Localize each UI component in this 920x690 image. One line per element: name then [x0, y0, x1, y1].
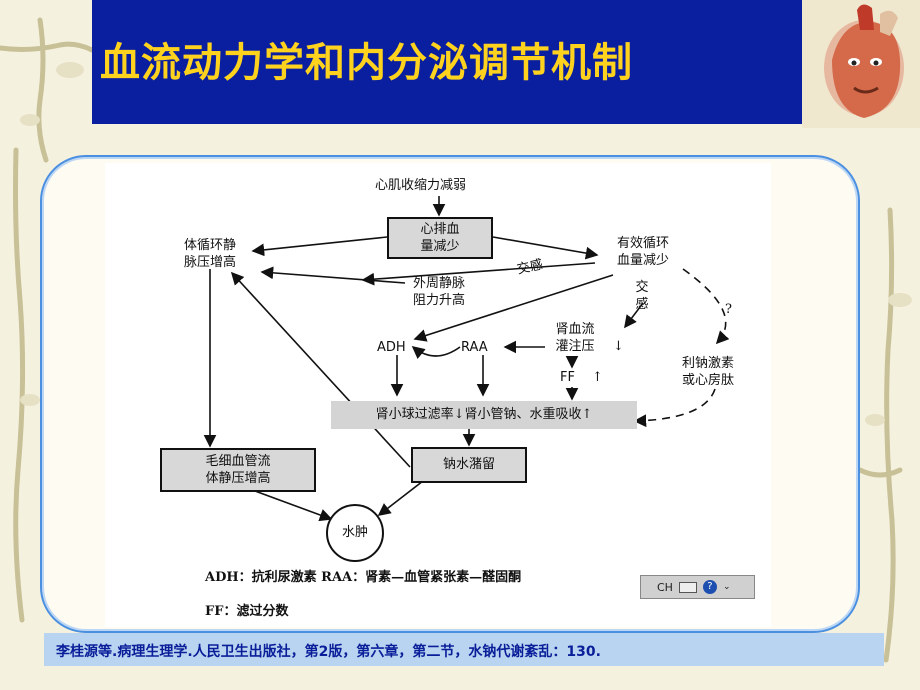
node-edema: 水肿	[341, 525, 368, 540]
slide-title: 血流动力学和内分泌调节机制	[100, 40, 633, 86]
citation-text: 李桂源等.病理生理学.人民卫生出版社，第2版，第六章，第二节，水钠代谢紊乱：13…	[56, 644, 601, 660]
node-natriuretic: 利钠激素或心房肽	[681, 356, 734, 388]
node-contractility: 心肌收缩力减弱	[375, 178, 467, 193]
node-retention-box	[411, 447, 527, 483]
citation-bar: 李桂源等.病理生理学.人民卫生出版社，第2版，第六章，第二节，水钠代谢紊乱：13…	[44, 633, 884, 666]
edema-circle	[326, 504, 384, 562]
help-icon[interactable]: ?	[702, 580, 717, 594]
node-renal-flow: 肾血流灌注压	[555, 322, 595, 354]
arrow-up-ff: ↑	[592, 370, 603, 385]
flow-diagram: 心肌收缩力减弱 心排血量减少 体循环静脉压增高 有效循环血量减少 交感 外周静脉…	[105, 163, 771, 627]
label-sympathetic-2: 交感	[635, 280, 649, 312]
node-adh: ADH	[377, 340, 406, 355]
chevron-down-icon[interactable]: ⌄	[722, 582, 731, 592]
node-retention: 钠水潴留	[442, 457, 495, 472]
arrow-down-renal: ↓	[613, 339, 624, 354]
diagram-arrows	[203, 196, 730, 562]
node-raa: RAA	[461, 340, 488, 355]
ime-language-label[interactable]: CH	[657, 580, 673, 594]
title-bar	[92, 0, 802, 124]
node-effective-volume: 有效循环血量减少	[616, 236, 669, 268]
legend-line-2: FF：滤过分数	[205, 604, 289, 619]
label-question: ?	[725, 302, 732, 317]
node-ff: FF	[560, 370, 575, 385]
keyboard-icon[interactable]	[678, 581, 697, 593]
node-reabsorption: 肾小球过滤率↓肾小管钠、水重吸收↑	[375, 407, 593, 422]
node-cardiac-output-box	[387, 217, 493, 259]
heart-illustration	[802, 0, 920, 128]
node-peripheral-resistance: 外周静脉阻力升高	[412, 276, 465, 308]
ime-toolbar[interactable]: CH ? ⌄	[640, 575, 755, 599]
node-venous-pressure: 体循环静脉压增高	[183, 238, 236, 270]
node-capillary: 毛细血管流体静压增高	[205, 454, 271, 486]
node-cardiac-output: 心排血量减少	[420, 222, 460, 254]
legend-line-1: ADH：抗利尿激素 RAA：肾素—血管紧张素—醛固酮	[205, 570, 522, 585]
node-reabsorption-box	[331, 401, 637, 429]
node-capillary-box	[160, 448, 316, 492]
